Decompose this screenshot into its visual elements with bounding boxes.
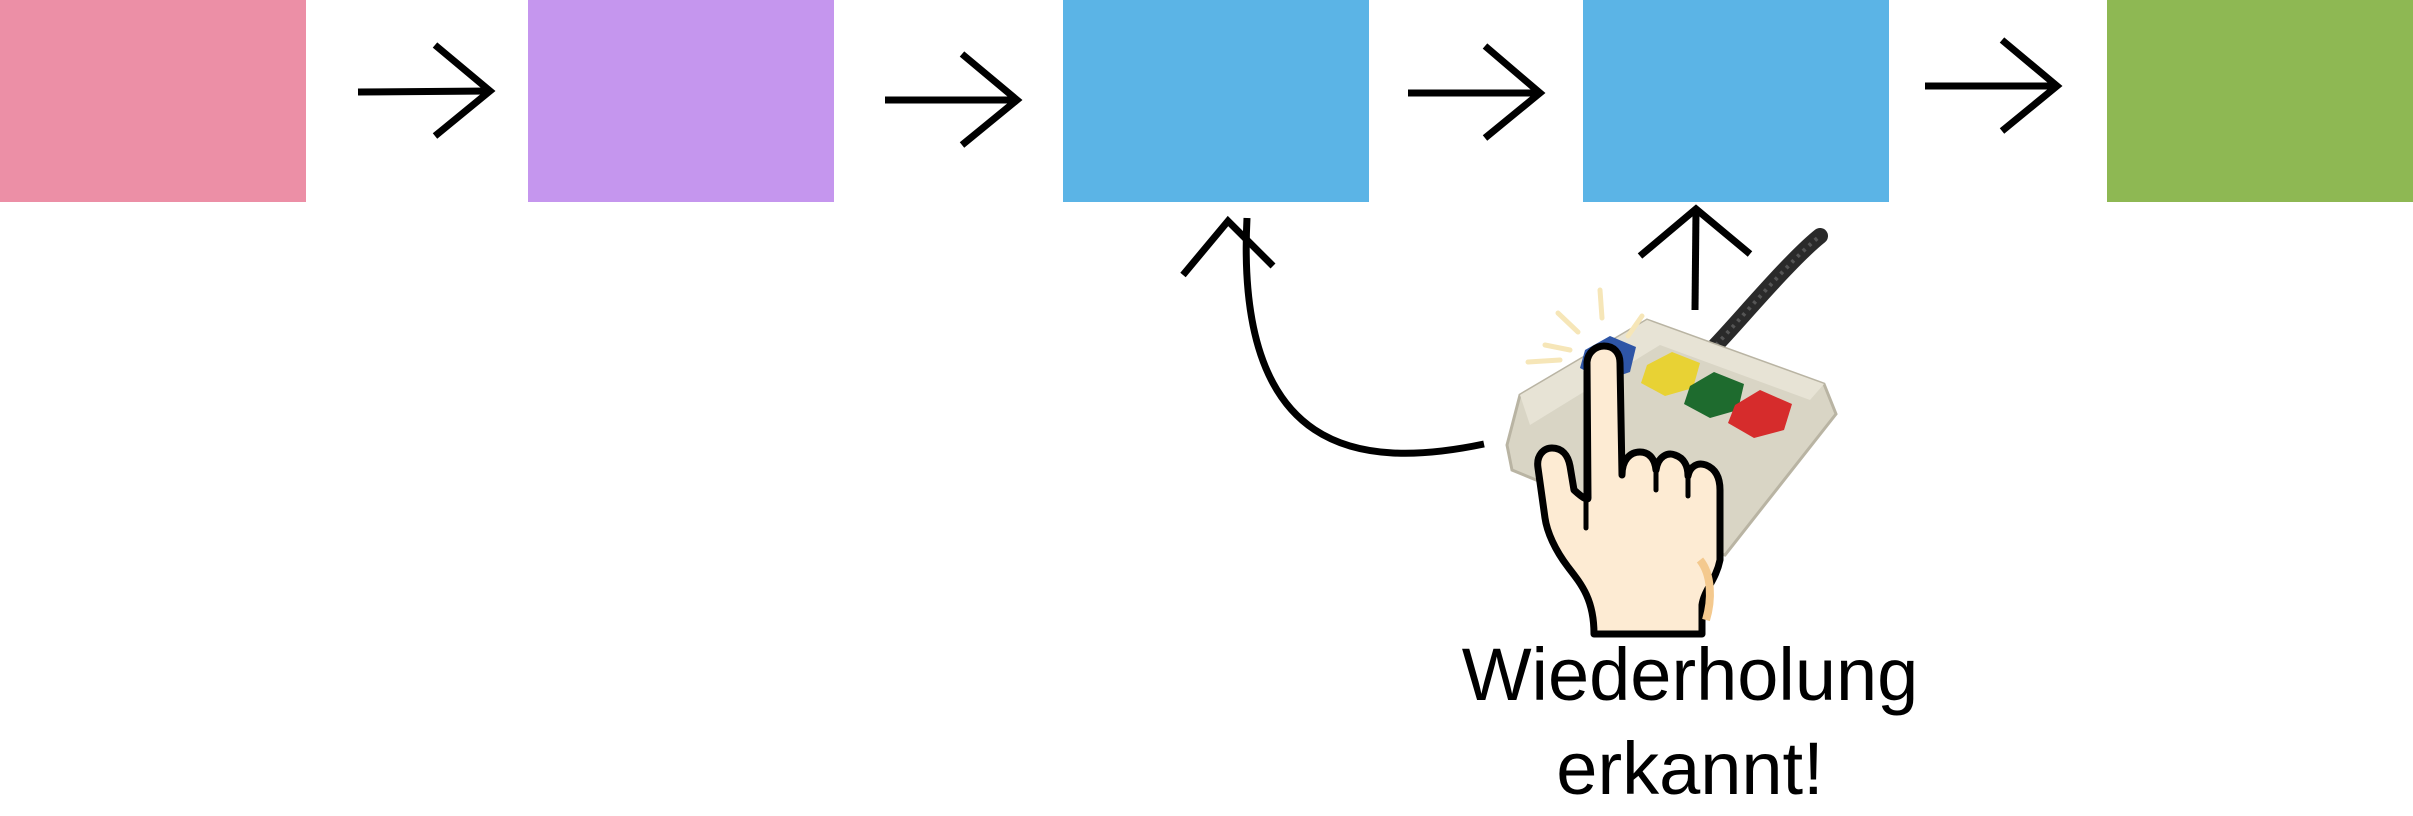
step-box-green xyxy=(2107,0,2413,202)
step-box-purple xyxy=(528,0,834,202)
pointing-hand-icon xyxy=(1534,342,1724,638)
caption-line-1: Wiederholung xyxy=(1461,633,1919,716)
caption-line-2: erkannt! xyxy=(1556,727,1824,810)
arrow-right-4 xyxy=(1925,37,2063,134)
step-box-blue-2 xyxy=(1583,0,1889,202)
diagram-drawing xyxy=(357,37,2063,638)
arrow-up xyxy=(1637,204,1753,311)
step-box-blue-1 xyxy=(1063,0,1369,202)
curved-arrow-up xyxy=(1180,215,1485,457)
arrow-right-2 xyxy=(885,51,1023,148)
caption-text: Wiederholung erkannt! xyxy=(1390,628,1990,816)
arrow-right-3 xyxy=(1408,43,1546,141)
step-box-pink xyxy=(0,0,306,202)
arrow-right-1 xyxy=(357,42,496,139)
